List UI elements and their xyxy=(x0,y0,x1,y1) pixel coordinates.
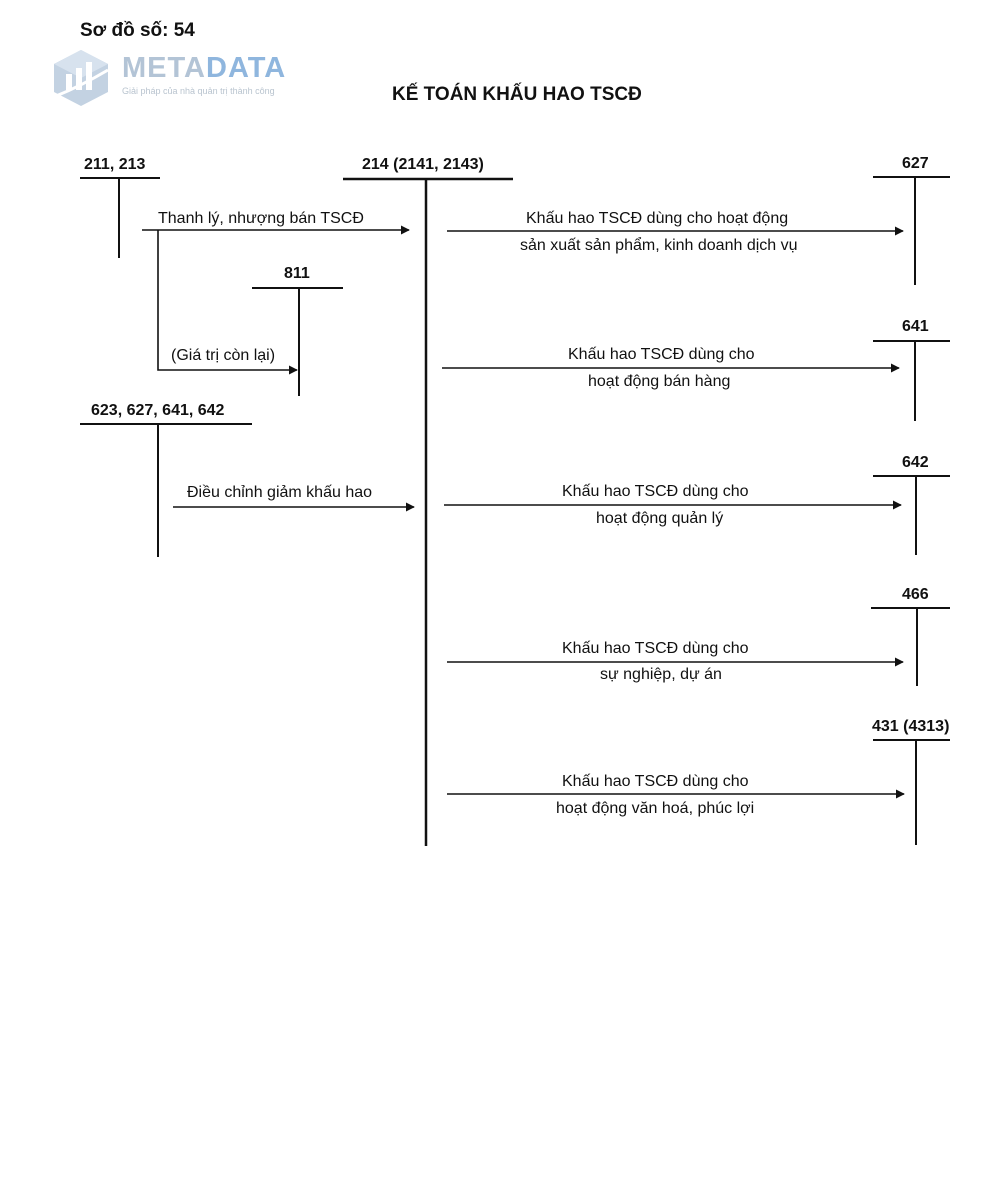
flow-642-line1: Khấu hao TSCĐ dùng cho xyxy=(562,483,749,500)
flow-642-line2: hoạt động quản lý xyxy=(596,510,724,527)
account-811-label: 811 xyxy=(284,265,310,282)
flow-thanh-ly-label: Thanh lý, nhượng bán TSCĐ xyxy=(158,210,364,227)
logo-cube-icon xyxy=(54,50,109,106)
t-account-642 xyxy=(873,475,950,555)
t-account-466 xyxy=(871,607,950,686)
arrow-gia-tri-con-lai xyxy=(157,230,298,375)
t-account-811 xyxy=(252,287,343,396)
page-title: KẾ TOÁN KHẤU HAO TSCĐ xyxy=(392,84,642,105)
flow-gia-tri-label: (Giá trị còn lại) xyxy=(171,347,276,364)
flow-431-line2: hoạt động văn hoá, phúc lợi xyxy=(556,800,755,817)
account-214-label: 214 (2141, 2143) xyxy=(362,156,484,173)
t-account-214 xyxy=(343,177,513,846)
account-627-label: 627 xyxy=(902,155,929,172)
account-641-label: 641 xyxy=(902,318,929,335)
flow-641-line1: Khấu hao TSCĐ dùng cho xyxy=(568,346,755,363)
t-account-627 xyxy=(873,176,950,285)
account-211-label: 211, 213 xyxy=(84,156,146,173)
logo: METADATA Giải pháp của nhà quản trị thàn… xyxy=(50,48,310,108)
t-account-623 xyxy=(80,423,252,557)
flow-641-line2: hoạt động bán hàng xyxy=(588,373,731,390)
diagram-number: Sơ đồ số: 54 xyxy=(80,20,195,41)
account-466-label: 466 xyxy=(902,586,929,603)
flow-466-line1: Khấu hao TSCĐ dùng cho xyxy=(562,640,749,657)
account-623-label: 623, 627, 641, 642 xyxy=(91,402,225,419)
flow-dieu-chinh-label: Điều chỉnh giảm khấu hao xyxy=(187,484,373,501)
flow-627-line2: sản xuất sản phẩm, kinh doanh dịch vụ xyxy=(520,237,798,254)
account-431-label: 431 (4313) xyxy=(872,718,950,735)
t-account-431 xyxy=(873,739,950,845)
account-642-label: 642 xyxy=(902,454,929,471)
t-account-211 xyxy=(80,177,160,258)
flow-627-line1: Khấu hao TSCĐ dùng cho hoạt động xyxy=(526,210,789,227)
logo-tagline: Giải pháp của nhà quản trị thành công xyxy=(122,86,275,96)
flow-431-line1: Khấu hao TSCĐ dùng cho xyxy=(562,773,749,790)
logo-name-part1: META xyxy=(122,52,207,84)
t-account-641 xyxy=(873,340,950,421)
logo-name-part2: DATA xyxy=(206,52,287,84)
flow-466-line2: sự nghiệp, dự án xyxy=(600,666,722,683)
